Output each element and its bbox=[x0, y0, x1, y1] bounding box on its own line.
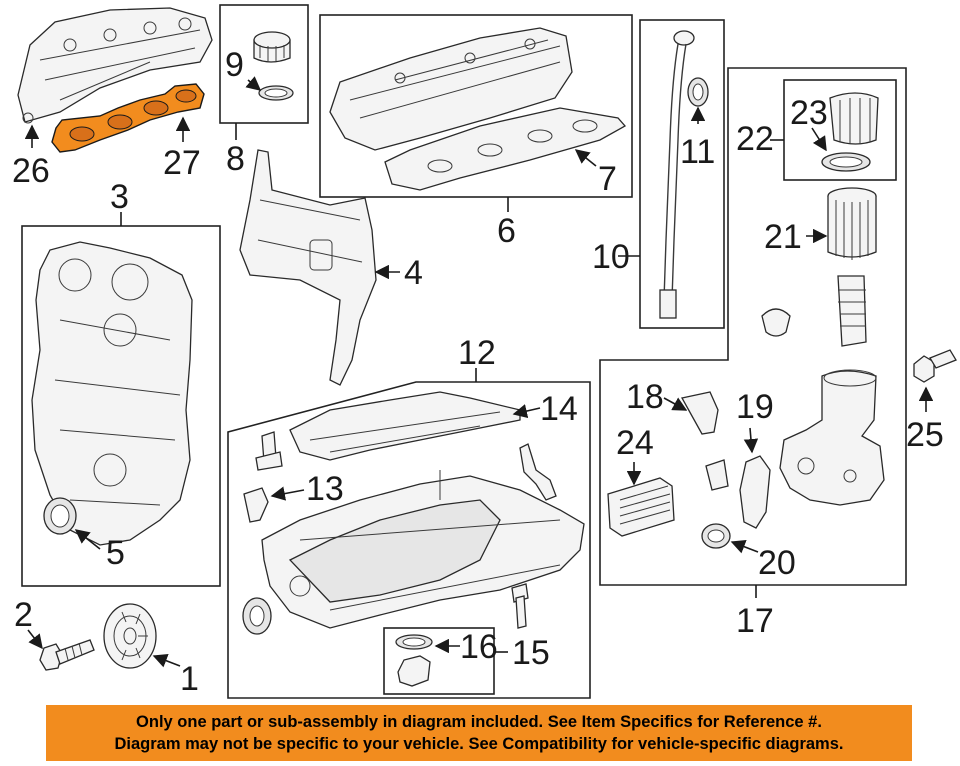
callout-22: 22 bbox=[736, 120, 774, 158]
callout-19: 19 bbox=[736, 388, 774, 426]
engine-parts-diagram: 26 27 8 9 7 6 bbox=[12, 4, 957, 699]
crankshaft-bolt-part[interactable] bbox=[39, 639, 95, 671]
callout-11: 11 bbox=[680, 133, 715, 171]
callout-13: 13 bbox=[306, 470, 344, 508]
callout-4: 4 bbox=[404, 254, 423, 292]
callout-10: 10 bbox=[592, 238, 630, 276]
oil-filler-cap-part[interactable] bbox=[253, 31, 291, 63]
callout-9: 9 bbox=[225, 46, 244, 84]
cooler-seal-part[interactable] bbox=[701, 523, 731, 549]
timing-cover-gasket-part[interactable] bbox=[239, 149, 377, 386]
oil-pressure-sensor-part[interactable] bbox=[913, 349, 957, 383]
housing-gasket-part[interactable] bbox=[739, 455, 771, 529]
callout-1: 1 bbox=[180, 660, 199, 698]
box-oil-pan bbox=[227, 381, 591, 699]
callout-20: 20 bbox=[758, 544, 796, 582]
callout-12: 12 bbox=[458, 334, 496, 372]
oil-cooler-part[interactable] bbox=[607, 477, 675, 537]
callout-5: 5 bbox=[106, 534, 125, 572]
callout-24: 24 bbox=[616, 424, 654, 462]
callout-14: 14 bbox=[540, 390, 578, 428]
cooler-gasket-part[interactable] bbox=[681, 391, 719, 435]
box-valve-cover bbox=[319, 14, 633, 198]
oil-filter-cap-part[interactable] bbox=[829, 92, 879, 145]
crankshaft-pulley-part[interactable] bbox=[103, 603, 157, 669]
filter-valve-part[interactable] bbox=[761, 308, 791, 337]
callout-27: 27 bbox=[163, 144, 201, 182]
drain-bolt-part[interactable] bbox=[255, 431, 283, 471]
notice-line-1: Only one part or sub-assembly in diagram… bbox=[136, 713, 822, 731]
drain-plug-part[interactable] bbox=[397, 655, 431, 687]
notice-line-2: Diagram may not be specific to your vehi… bbox=[114, 735, 844, 753]
cooler-adapter-part[interactable] bbox=[705, 459, 729, 491]
oil-pickup-tube-part[interactable] bbox=[519, 443, 557, 501]
callout-3: 3 bbox=[110, 178, 129, 216]
box-oil-filter-assembly bbox=[599, 67, 907, 586]
callout-6: 6 bbox=[497, 212, 516, 250]
oil-pan-bolt-part[interactable] bbox=[511, 583, 529, 629]
box-dipstick bbox=[639, 19, 725, 329]
box-oil-cap bbox=[219, 4, 309, 124]
box-filter-cap bbox=[783, 79, 897, 181]
box-drain-plug bbox=[383, 627, 495, 695]
oil-pan-plug-part[interactable] bbox=[243, 487, 269, 523]
oil-filter-part[interactable] bbox=[827, 187, 877, 260]
callout-26: 26 bbox=[12, 152, 50, 190]
callout-18: 18 bbox=[626, 378, 664, 416]
oil-filter-housing-part[interactable] bbox=[779, 369, 885, 506]
callout-8: 8 bbox=[226, 140, 245, 178]
filter-standpipe-part[interactable] bbox=[837, 275, 867, 347]
callout-2: 2 bbox=[14, 596, 33, 634]
callout-7: 7 bbox=[598, 160, 617, 198]
timing-cover-part[interactable] bbox=[31, 241, 193, 546]
callout-25: 25 bbox=[906, 416, 944, 454]
oil-pan-baffle-part[interactable] bbox=[289, 391, 521, 461]
front-seal-part[interactable] bbox=[43, 497, 77, 535]
dipstick-part[interactable] bbox=[659, 30, 695, 319]
callout-23: 23 bbox=[790, 94, 828, 132]
parts-notice-banner: Only one part or sub-assembly in diagram… bbox=[46, 705, 912, 761]
rear-seal-part[interactable] bbox=[242, 597, 272, 635]
valve-cover-part[interactable] bbox=[329, 27, 573, 151]
valve-cover-gasket-part[interactable] bbox=[384, 107, 627, 191]
callout-15: 15 bbox=[512, 634, 550, 672]
callout-21: 21 bbox=[764, 218, 802, 256]
callout-16: 16 bbox=[460, 628, 498, 666]
callout-17: 17 bbox=[736, 602, 774, 640]
intake-manifold-part[interactable] bbox=[17, 7, 213, 124]
oil-pan-part[interactable] bbox=[261, 470, 585, 629]
intake-gasket-part-highlighted[interactable] bbox=[51, 83, 205, 153]
